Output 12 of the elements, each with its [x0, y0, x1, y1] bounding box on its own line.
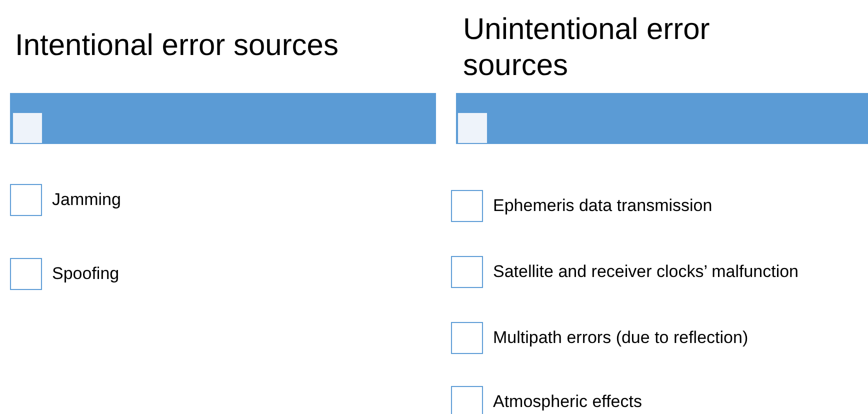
empty-square [12, 112, 43, 144]
section-heading: Unintentional error sources [463, 12, 711, 84]
list-item-text: Atmospheric effects [493, 391, 642, 413]
section-heading: Intentional error sources [15, 28, 340, 64]
list-item-text: Spoofing [52, 263, 120, 285]
list-item-text: Ephemeris data transmission [493, 195, 712, 217]
list-item-text: Satellite and receiver clocks’ malfunction [493, 261, 799, 283]
header-bar [10, 93, 436, 144]
list-item-text: Jamming [52, 189, 121, 211]
empty-square [457, 112, 488, 144]
list-item-text: Multipath errors (due to reflection) [493, 327, 748, 349]
header-bar [456, 93, 868, 144]
